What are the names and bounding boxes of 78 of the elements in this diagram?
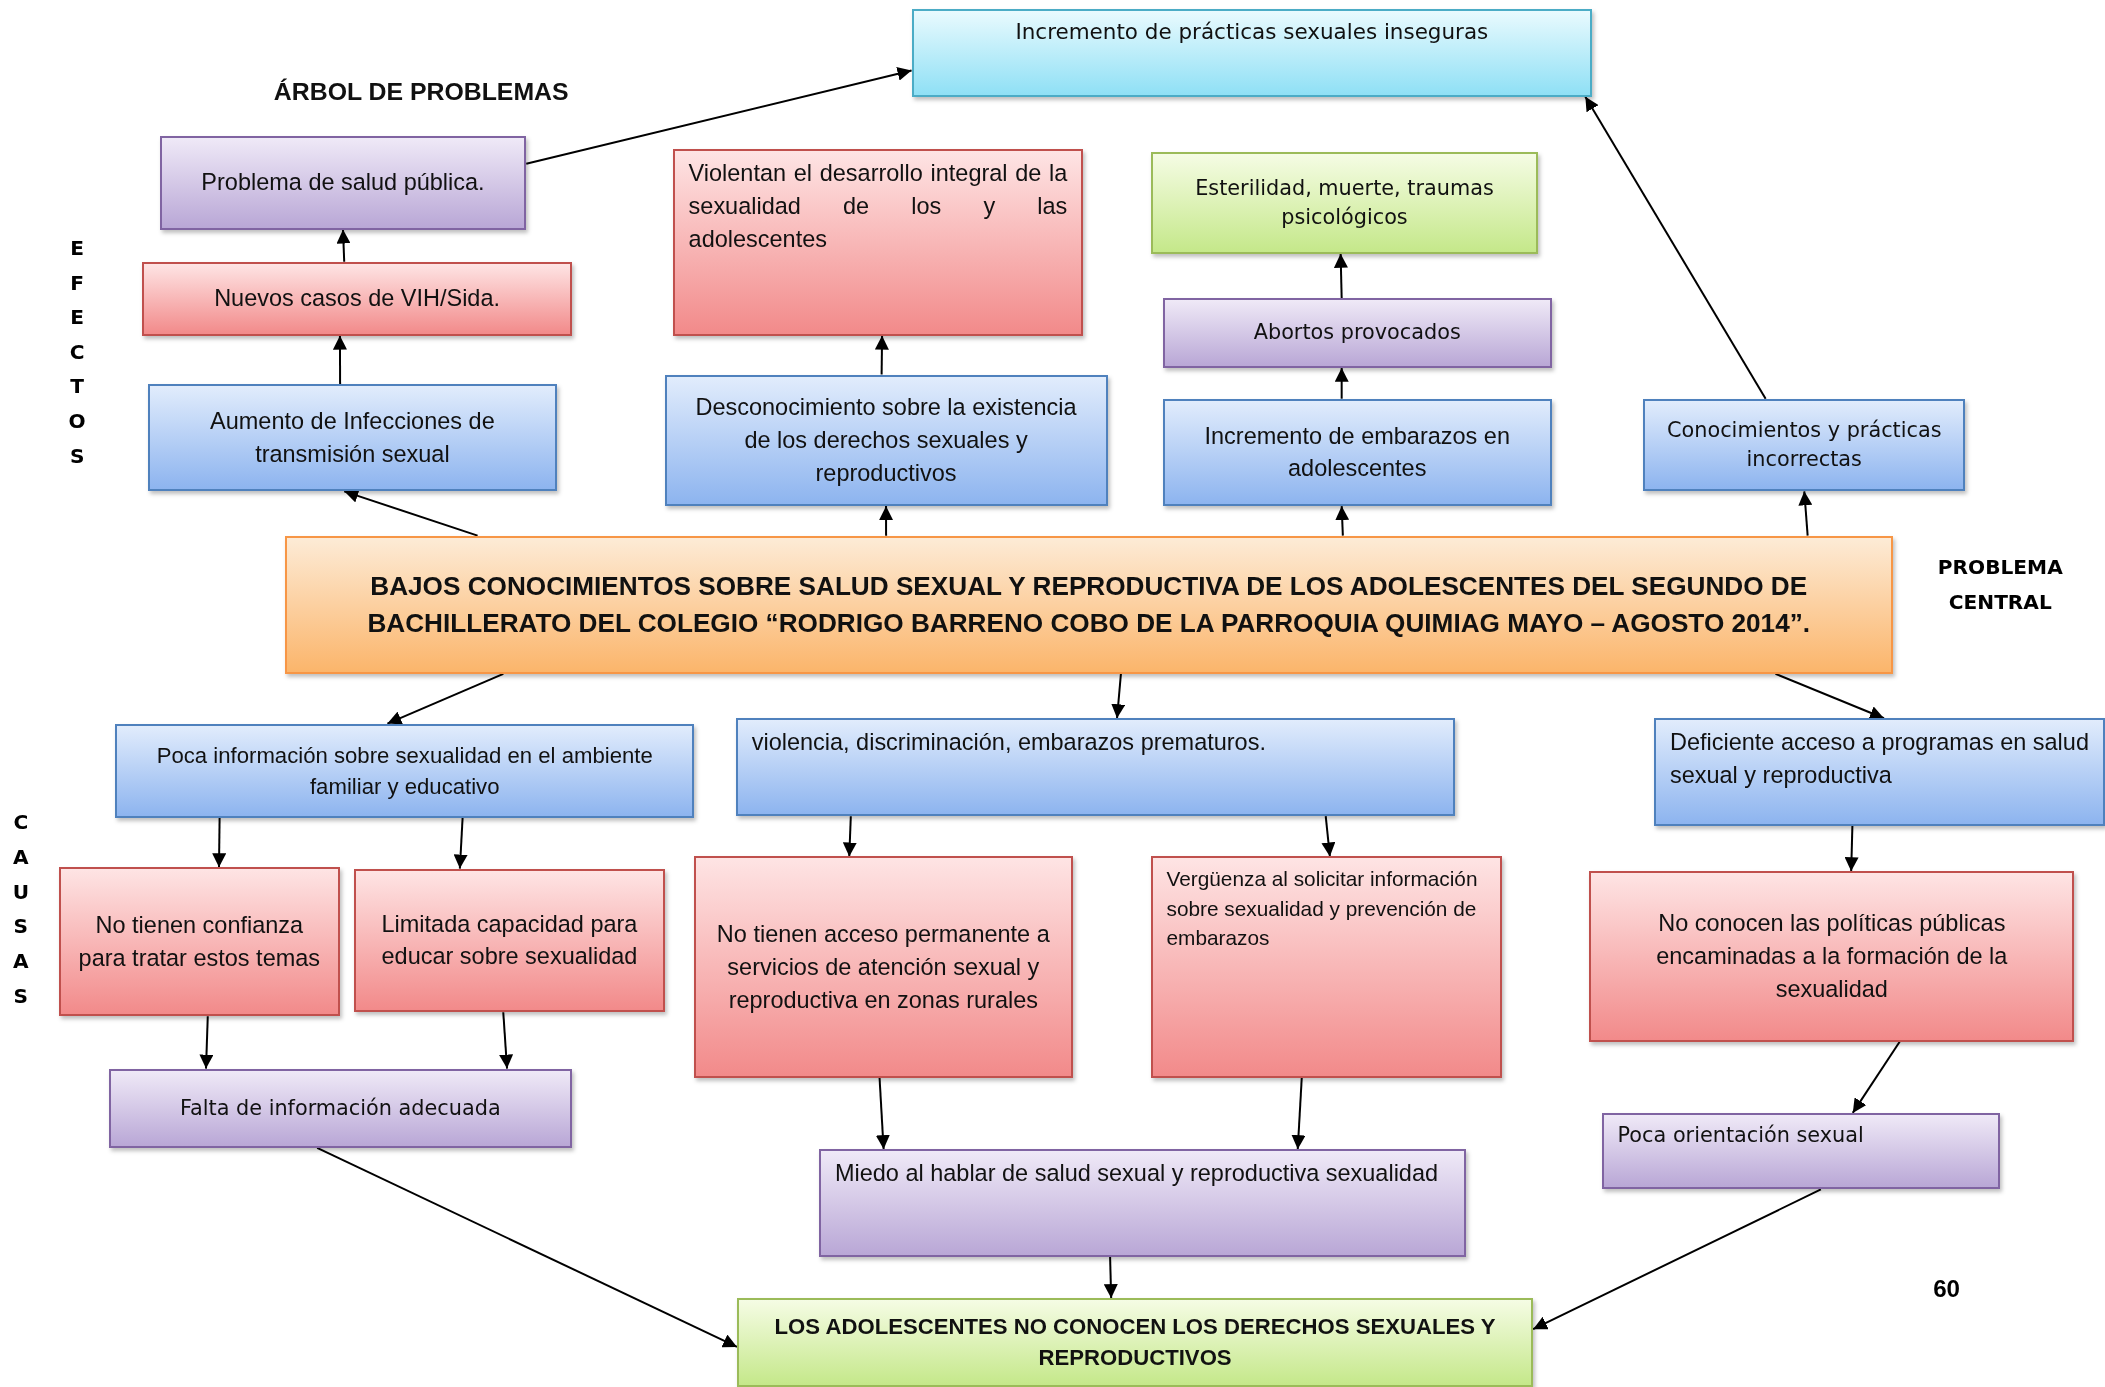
box-text: Aumento de Infecciones de transmisión sexual — [209, 406, 496, 469]
problem-box — [59, 867, 340, 1017]
vertical-label: EFECTOS — [67, 234, 87, 470]
problem-box — [664, 374, 1108, 507]
box-text: Deficiente acceso a programas en salud sexual y reproductiva — [1669, 728, 2089, 791]
arrow — [1335, 505, 1350, 537]
arrow — [1851, 1040, 1901, 1114]
box-text: Poca orientación sexual — [1617, 1121, 1865, 1149]
arrow — [199, 1015, 214, 1070]
problem-box — [1601, 1112, 2001, 1190]
problem-box — [1589, 871, 2075, 1042]
problem-box — [1643, 398, 1966, 492]
arrow — [875, 1077, 890, 1151]
problem-box — [115, 723, 695, 818]
arrow — [1321, 815, 1336, 858]
arrow — [499, 1011, 514, 1070]
problem-box — [911, 9, 1593, 97]
box-text: Poca información sobre sexualidad en el ambiente familiar y educativo — [155, 741, 654, 801]
box-text: No conocen las políticas públicas encaminadas a la formación de la sexualidad — [1655, 909, 2009, 1004]
box-text: No tienen confianza para tratar estos temas — [77, 910, 322, 973]
box-text: Desconocimiento sobre la existencia de los derechos sexuales y reproductivos — [694, 393, 1078, 488]
page-number: 60 — [1933, 1275, 1961, 1304]
arrow — [1334, 366, 1349, 400]
problem-box — [1162, 298, 1552, 368]
arrow — [1103, 1255, 1118, 1300]
arrow — [316, 1146, 738, 1348]
box-text: Limitada capacidad para educar sobre sexualidad — [380, 909, 639, 972]
arrow — [1584, 95, 1767, 400]
problem-box — [737, 1298, 1534, 1387]
box-text: Problema de salud pública. — [200, 168, 486, 198]
arrow — [874, 334, 889, 376]
arrow — [1111, 672, 1126, 720]
arrow — [1291, 1077, 1306, 1151]
problem-box — [354, 868, 665, 1013]
box-text: LOS ADOLESCENTES NO CONOCEN LOS DERECHOS SEXUALES Y REPRODUCTIVOS — [773, 1313, 1497, 1373]
box-text: Vergüenza al solicitar información sobre sexualidad y prevención de embarazos — [1166, 866, 1479, 951]
problem-box — [1653, 718, 2105, 826]
problem-box — [147, 383, 558, 492]
box-text: BAJOS CONOCIMIENTOS SOBRE SALUD SEXUAL Y REPRODUCTIVA DE LOS ADOLESCENTES DEL SEGUNDO DE BACHILLERATO DEL COLEGIO “RODRIGO BARRENO COBO DE LA PARROQUIA QUIMIAG MAYO – AGOSTO 2014”. — [366, 570, 1812, 640]
arrow — [1333, 252, 1348, 300]
arrow — [1844, 824, 1859, 873]
problem-box — [735, 718, 1456, 817]
problem-box — [108, 1068, 572, 1148]
side-label: PROBLEMA CENTRAL — [1936, 554, 2064, 616]
arrow — [842, 815, 857, 858]
diagram-title: ÁRBOL DE PROBLEMAS — [273, 77, 569, 106]
box-text: Incremento de embarazos en adolescentes — [1203, 421, 1511, 484]
box-text: Esterilidad, muerte, traumas psicológicos — [1194, 174, 1495, 231]
vertical-label: CAUSAS — [11, 809, 30, 1010]
box-text: Violentan el desarrollo integral de la sexualidad de los y las adolescentes — [688, 159, 1068, 254]
problem-box — [284, 535, 1893, 674]
arrow — [453, 816, 468, 870]
problem-box — [1162, 398, 1552, 507]
arrow — [386, 672, 505, 725]
problem-box — [159, 135, 527, 230]
problem-box — [1150, 151, 1539, 254]
arrow — [212, 816, 227, 869]
problem-box — [672, 149, 1084, 336]
box-text: Falta de información adecuada — [178, 1094, 502, 1122]
arrow — [343, 489, 479, 537]
arrow — [332, 334, 347, 385]
box-text: Conocimientos y prácticas incorrectas — [1666, 416, 1943, 473]
box-text: Nuevos casos de VIH/Sida. — [213, 284, 501, 314]
problem-box — [1150, 856, 1503, 1078]
arrow — [1774, 672, 1885, 720]
arrow — [879, 505, 894, 537]
box-text: Miedo al hablar de salud sexual y reproductiva sexualidad — [834, 1159, 1440, 1189]
problem-box — [818, 1149, 1466, 1257]
arrow — [336, 228, 351, 263]
problem-box — [694, 856, 1073, 1078]
box-text: Abortos provocados — [1252, 319, 1462, 347]
box-text: No tienen acceso permanente a servicios de atención sexual y reproductiva en zonas rurales — [715, 919, 1051, 1015]
arrow — [1532, 1188, 1822, 1331]
box-text: violencia, discriminación, embarazos prematuros. — [751, 728, 1267, 758]
arrow — [1798, 490, 1813, 537]
box-text: Incremento de prácticas sexuales inseguras — [1014, 18, 1490, 47]
problem-box — [142, 261, 572, 336]
arrow — [525, 66, 913, 165]
